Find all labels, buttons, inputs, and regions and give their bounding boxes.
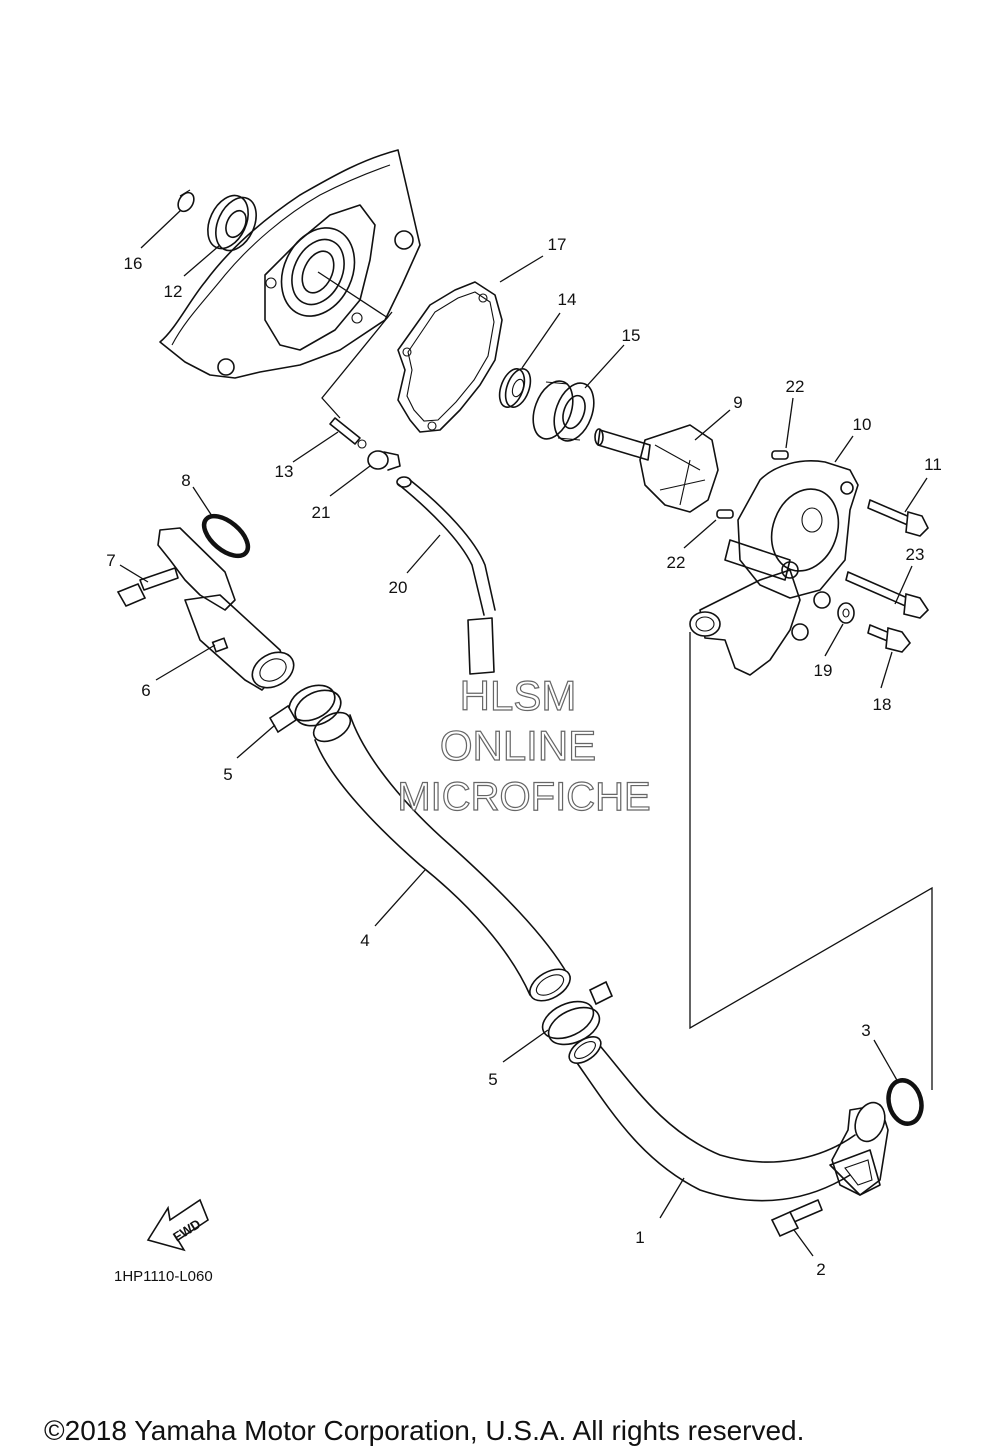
- callout-7: 7: [106, 551, 115, 570]
- callout-4: 4: [360, 931, 369, 950]
- watermark-line1: HLSM: [460, 672, 577, 719]
- diagram-code: 1HP1110-L060: [114, 1268, 213, 1285]
- bolt-7: [116, 567, 179, 608]
- callout-15: 15: [622, 326, 641, 345]
- callout-5a: 5: [223, 765, 232, 784]
- bolt-2: [770, 1199, 823, 1238]
- copyright-notice: ©2018 Yamaha Motor Corporation, U.S.A. A…: [44, 1415, 804, 1446]
- callout-8: 8: [181, 471, 190, 490]
- oil-seal-14: [498, 368, 532, 408]
- bolt-18: [867, 624, 912, 653]
- callout-10: 10: [853, 415, 872, 434]
- water-pump-cover-10: [689, 460, 859, 676]
- pipe-13: [329, 417, 367, 449]
- o-ring-3: [886, 1078, 924, 1126]
- mechanical-seal-15: [532, 380, 595, 442]
- impeller-shaft-9: [594, 424, 719, 513]
- crankcase-cover: [159, 149, 421, 379]
- callout-22b: 22: [667, 553, 686, 572]
- hose-20: [396, 476, 496, 675]
- watermark: HLSM ONLINE MICROFICHE: [397, 671, 652, 819]
- callout-16: 16: [124, 254, 143, 273]
- dowel-pin-22a: [771, 450, 789, 460]
- callout-22a: 22: [786, 377, 805, 396]
- joint-6: [157, 527, 295, 691]
- radiator-hose-4: [312, 711, 571, 1002]
- bolt-23: [845, 571, 930, 619]
- callout-2: 2: [816, 1260, 825, 1279]
- callout-5b: 5: [488, 1070, 497, 1089]
- callout-1: 1: [635, 1228, 644, 1247]
- washer-19: [837, 602, 855, 624]
- callouts: 1 2 3 4 5 5 6 7 8 9 10 11 12 13 14 15 16: [106, 209, 942, 1279]
- callout-3: 3: [861, 1021, 870, 1040]
- callout-12: 12: [164, 282, 183, 301]
- gasket-17: [397, 281, 503, 433]
- callout-19: 19: [814, 661, 833, 680]
- water-pipe-1: [568, 1036, 889, 1202]
- callout-11: 11: [924, 455, 942, 474]
- watermark-line3: MICROFICHE: [397, 775, 650, 819]
- callout-23: 23: [906, 545, 925, 564]
- fwd-arrow-icon: FWD: [146, 1198, 209, 1252]
- bearing-12: [207, 194, 257, 252]
- hose-clamp-5a: [268, 684, 342, 734]
- circlip-16: [177, 189, 195, 213]
- callout-21: 21: [312, 503, 331, 522]
- watermark-line2: ONLINE: [440, 722, 596, 769]
- hose-clamp-5b: [541, 980, 614, 1046]
- hose-clamp-21: [367, 450, 401, 471]
- callout-13: 13: [275, 462, 294, 481]
- dowel-pin-22b: [716, 509, 734, 519]
- o-ring-8: [201, 513, 251, 559]
- callout-18: 18: [873, 695, 892, 714]
- callout-6: 6: [141, 681, 150, 700]
- callout-20: 20: [389, 578, 408, 597]
- callout-14: 14: [558, 290, 577, 309]
- bolt-11: [867, 499, 929, 537]
- callout-9: 9: [733, 393, 742, 412]
- callout-17: 17: [548, 235, 567, 254]
- assembly-lines: [321, 311, 933, 1090]
